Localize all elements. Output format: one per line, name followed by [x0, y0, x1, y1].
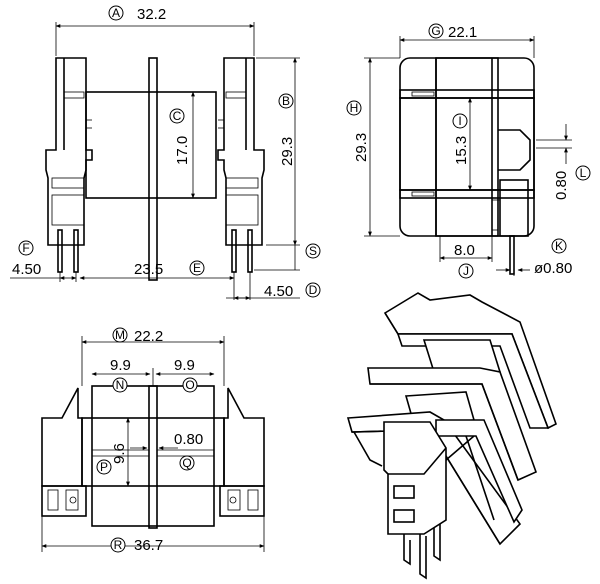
svg-text:A: A	[112, 6, 120, 20]
dim-Q-value: 0.80	[174, 431, 203, 448]
svg-text:G: G	[431, 24, 440, 38]
dim-J-value: 8.0	[454, 242, 475, 259]
dim-R-value: 36.7	[134, 537, 163, 554]
isometric-view	[346, 292, 557, 580]
svg-text:R: R	[114, 538, 123, 552]
bottom-view	[41, 336, 265, 552]
svg-text:O: O	[185, 378, 194, 392]
svg-text:B: B	[282, 94, 290, 108]
front-view	[10, 22, 300, 300]
dim-N-value: 9.9	[110, 357, 131, 374]
dim-L-value: 0.80	[553, 171, 570, 200]
svg-text:N: N	[116, 378, 125, 392]
side-view	[364, 36, 572, 276]
dim-D-value: 4.50	[264, 283, 293, 300]
svg-text:K: K	[555, 239, 563, 253]
dim-A-value: 32.2	[137, 6, 166, 23]
svg-text:C: C	[173, 109, 182, 123]
svg-text:F: F	[22, 241, 29, 255]
dimension-labels: A 32.2 B 29.3 C 17.0 D 4.50 E 23.5 F 4.5…	[12, 5, 591, 554]
dim-I-value: 15.3	[453, 136, 470, 165]
svg-text:D: D	[309, 283, 318, 297]
dim-C-value: 17.0	[174, 136, 191, 165]
dim-F-value: 4.50	[12, 261, 41, 278]
dim-G-value: 22.1	[448, 24, 477, 41]
svg-text:J: J	[463, 264, 469, 278]
svg-text:Q: Q	[182, 456, 191, 470]
dim-H-value: 29.3	[353, 133, 370, 162]
dim-M-value: 22.2	[134, 328, 163, 345]
dim-B-value: 29.3	[279, 137, 296, 166]
svg-text:H: H	[350, 101, 359, 115]
svg-text:E: E	[193, 261, 201, 275]
svg-text:M: M	[115, 328, 125, 342]
dim-S-label: S	[309, 244, 317, 258]
dim-K-value: ø0.80	[534, 260, 572, 277]
dim-P-value: 9.6	[111, 443, 128, 464]
dim-E-value: 23.5	[134, 261, 163, 278]
dim-O-value: 9.9	[174, 357, 195, 374]
svg-text:P: P	[100, 460, 108, 474]
svg-text:I: I	[458, 114, 461, 128]
svg-text:L: L	[580, 166, 587, 180]
